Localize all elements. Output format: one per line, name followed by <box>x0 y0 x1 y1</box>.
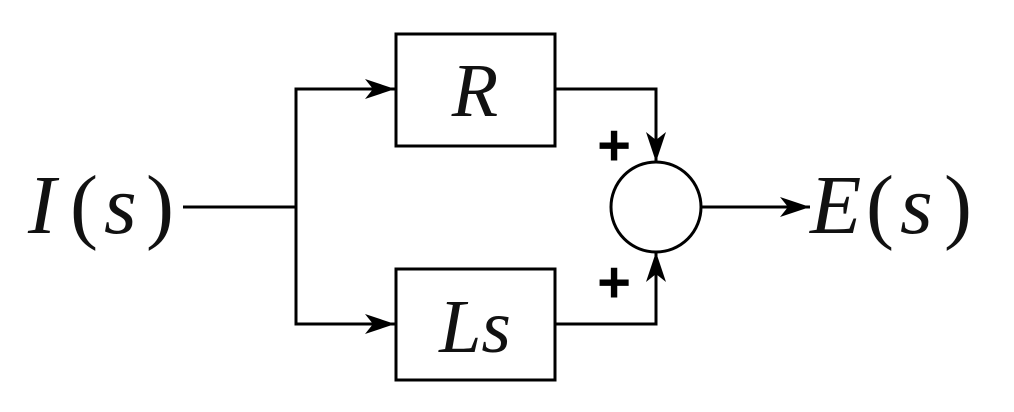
arrow-ls-to-sum <box>555 252 666 326</box>
output-signal-arg: s <box>900 159 933 252</box>
input-signal-label: I ( s ) <box>27 159 174 252</box>
ls-block-label: Ls <box>438 285 511 369</box>
input-signal-name: I <box>27 159 60 252</box>
r-block-label: R <box>451 49 498 133</box>
ls-block-box <box>394 267 557 382</box>
summing-junction <box>609 160 703 254</box>
arrow-r-to-sum <box>555 87 666 162</box>
output-signal-label: E ( s ) <box>809 159 972 252</box>
r-block-box <box>394 32 557 148</box>
input-signal-arg: s <box>104 159 137 252</box>
output-signal-name: E <box>809 159 861 252</box>
sum-sign-top: + <box>597 113 631 178</box>
ls-block: Ls <box>394 267 557 382</box>
output-close-paren: ) <box>944 159 972 252</box>
input-close-paren: ) <box>146 159 174 252</box>
output-open-paren: ( <box>866 159 894 252</box>
sum-sign-bottom: + <box>597 250 631 315</box>
input-open-paren: ( <box>70 159 98 252</box>
r-block: R <box>394 32 557 148</box>
